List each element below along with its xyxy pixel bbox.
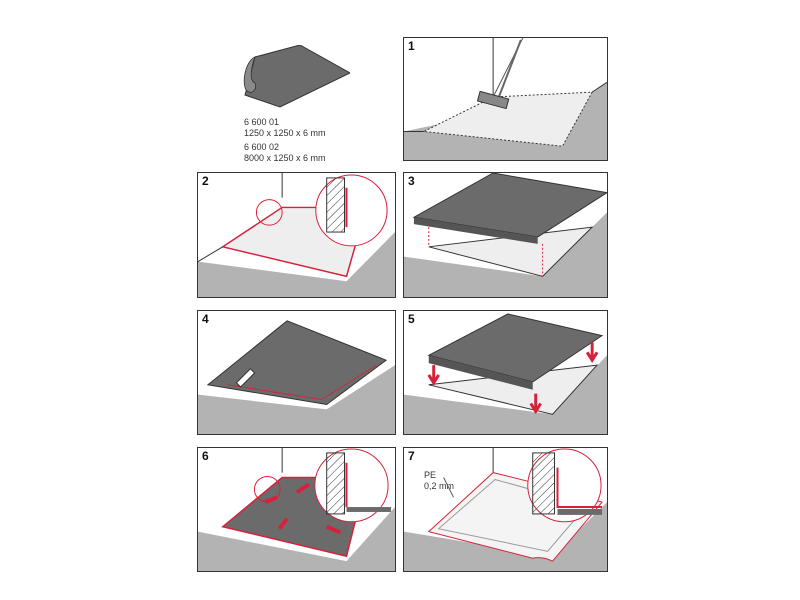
product-code-2: 6 600 02 xyxy=(244,142,280,152)
pe-thickness: 0,2 mm xyxy=(424,481,455,491)
step-number: 1 xyxy=(408,39,415,53)
step-number: 3 xyxy=(408,174,415,188)
pe-material: PE xyxy=(424,470,437,480)
product-size-1: 1250 x 1250 x 6 mm xyxy=(244,128,326,138)
step-number: 4 xyxy=(202,312,209,326)
step-3-panel: 3 xyxy=(403,172,608,298)
product-size-2: 8000 x 1250 x 6 mm xyxy=(244,153,326,163)
step-2-panel: 2 xyxy=(197,172,396,298)
step-4-panel: 4 xyxy=(197,310,396,435)
step-6-panel: 6 xyxy=(197,447,396,572)
pe-label: PE 0,2 mm xyxy=(424,470,454,492)
step-number: 7 xyxy=(408,449,415,463)
step-number: 5 xyxy=(408,312,415,326)
step-number: 2 xyxy=(202,174,209,188)
step-number: 6 xyxy=(202,449,209,463)
product-illustration xyxy=(235,44,352,115)
step-7-panel: 7 PE 0,2 mm xyxy=(403,447,608,572)
product-code-1: 6 600 01 xyxy=(244,117,280,127)
step-5-panel: 5 xyxy=(403,310,608,435)
step-1-panel: 1 xyxy=(403,37,608,161)
product-info: 6 600 01 1250 x 1250 x 6 mm 6 600 02 800… xyxy=(244,117,326,164)
